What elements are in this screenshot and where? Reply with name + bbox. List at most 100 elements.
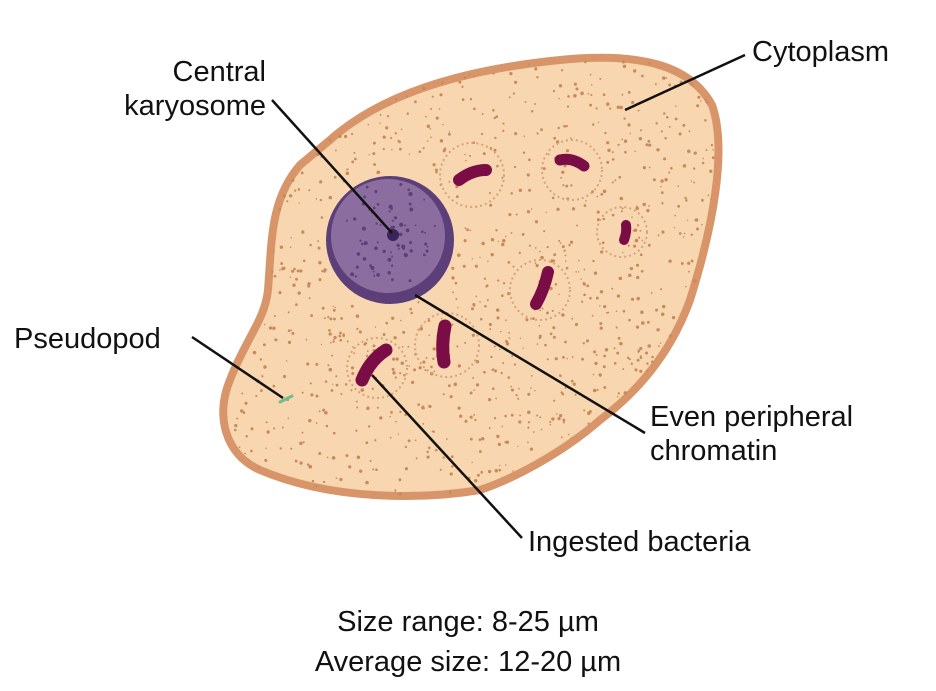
cytoplasm-granule [426,140,429,142]
cytoplasm-granule [451,266,455,270]
cytoplasm-granule [570,379,574,383]
cytoplasm-granule [510,232,513,234]
cytoplasm-granule [299,441,303,446]
cytoplasm-granule [552,326,556,330]
food-vacuole [509,259,571,321]
cytoplasm-granule [244,401,248,405]
cytoplasm-granule [481,241,485,246]
cytoplasm-granule [696,227,699,231]
cytoplasm-granule [711,156,715,160]
cytoplasm-granule [322,480,326,484]
cytoplasm-granule [306,463,310,466]
cytoplasm-granule [501,176,504,179]
cytoplasm-granule [562,418,566,422]
chromatin-granule [376,202,380,206]
leader-lines [191,53,746,539]
cytoplasm-granule [344,383,348,386]
cytoplasm-granule [394,489,397,492]
cytoplasm-granule [560,436,563,439]
cytoplasm-granule [498,464,501,467]
cytoplasm-granule [690,180,693,182]
cytoplasm-granule [457,306,459,309]
cytoplasm-granule [338,134,342,139]
cytoplasm-granule [270,270,274,274]
cytoplasm-granule [408,365,411,367]
cytoplasm-granule [474,264,478,268]
cytoplasm-granule [536,132,539,135]
cytoplasm-granule [568,243,571,247]
cytoplasm-granule [379,122,381,124]
cytoplasm-granule [633,244,637,248]
cytoplasm-granule [419,327,424,331]
cytoplasm-granule [645,369,648,373]
cytoplasm-granule [488,322,492,327]
cytoplasm-granule [301,230,305,234]
cytoplasm-granule [234,423,238,428]
cytoplasm-granule [599,290,604,294]
cytoplasm-granule [355,400,358,403]
cytoplasm-granule [582,342,585,345]
cytoplasm-granule [451,276,455,280]
cytoplasm-granule [335,375,338,378]
cytoplasm-granule [329,341,332,344]
cytoplasm-granule [390,137,393,140]
cytoplasm-granule [660,191,664,195]
chromatin-granule [401,244,406,249]
cytoplasm-granule [469,155,471,157]
cytoplasm-granule [551,309,554,312]
cytoplasm-granule [399,410,402,414]
cytoplasm-granule [539,416,542,419]
cytoplasm-granule [532,317,535,320]
cytoplasm-granule [310,393,314,397]
cytoplasm-granule [376,171,380,175]
cytoplasm-granule [675,105,677,107]
cytoplasm-granule [701,198,704,202]
leader-line-ingested-bacteria [371,374,523,539]
cytoplasm-granule [556,413,558,415]
cytoplasm-granule [558,239,561,242]
cytoplasm-granule [295,303,298,306]
cytoplasm-granule [273,427,276,430]
cytoplasm-granule [265,447,267,449]
cytoplasm-granule [635,263,640,267]
cytoplasm-granule [294,189,297,192]
cytoplasm-granule [475,359,480,364]
cytoplasm-granule [439,139,444,143]
chromatin-granule [399,222,404,227]
chromatin-granule [408,192,413,197]
cytoplasm-granule [308,464,313,469]
cytoplasm-granule [368,154,370,156]
cytoplasm-granule [442,123,444,126]
cytoplasm-granule [324,317,326,320]
cytoplasm-granule [505,464,507,466]
cytoplasm-granule [320,216,324,219]
chromatin-granule [409,249,413,253]
cytoplasm-granule [595,296,599,300]
cytoplasm-granule [565,149,570,153]
cytoplasm-granule [589,73,592,76]
cytoplasm-granule [635,325,640,329]
cytoplasm-granule [297,187,301,191]
cytoplasm-granule [404,413,407,416]
cytoplasm-granule [479,256,481,259]
bacterium [619,220,632,245]
chromatin-granule [373,274,376,277]
cytoplasm-granule [521,232,525,236]
cytoplasm-granule [525,318,529,322]
cytoplasm-granule [418,150,422,154]
cytoplasm-granule [500,371,503,375]
cytoplasm-granule [442,149,446,153]
cytoplasm-granule [578,259,580,262]
cytoplasm-granule [234,428,237,432]
cytoplasm-granule [544,343,547,347]
cytoplasm-granule [528,188,532,192]
cytoplasm-granule [671,315,676,320]
chromatin-granule [423,253,426,257]
cytoplasm-granule [561,170,565,174]
cytoplasm-granule [627,90,631,94]
cytoplasm-granule [509,71,513,76]
cytoplasm-granule [565,184,569,188]
cytoplasm-granule [710,144,714,147]
cytoplasm-granule [340,317,343,320]
cytoplasm-granule [328,138,332,142]
